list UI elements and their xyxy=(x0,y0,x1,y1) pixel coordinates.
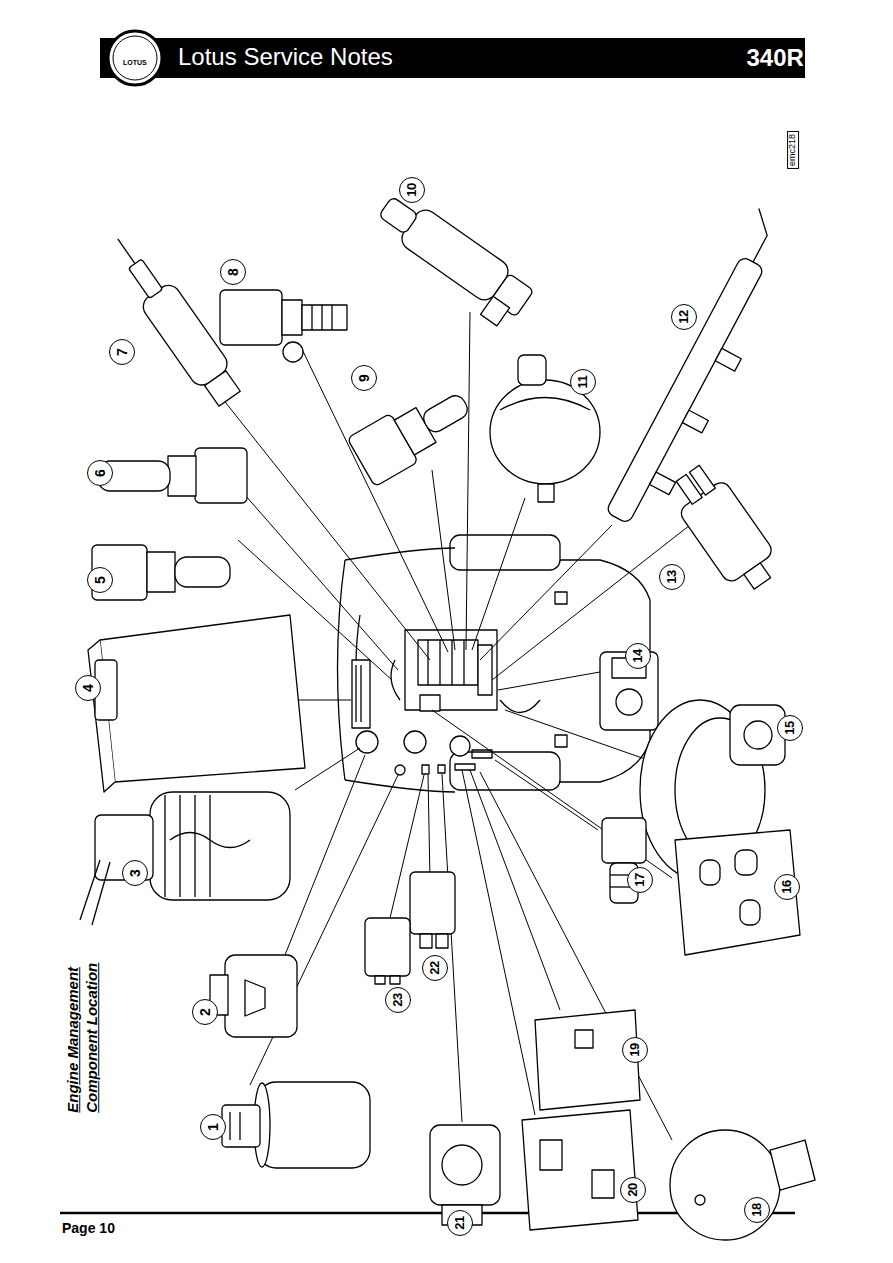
callout-number: 21 xyxy=(447,1210,473,1236)
lotus-logo-ring xyxy=(113,36,157,80)
callout-number: 15 xyxy=(777,715,803,741)
section-title: Engine Management Component Location xyxy=(64,941,102,1113)
callout-number: 11 xyxy=(570,369,596,395)
callout-number: 3 xyxy=(122,860,148,886)
figure-code: emc218 xyxy=(787,131,799,169)
callout-number: 19 xyxy=(622,1037,648,1063)
page-number: Page 10 xyxy=(62,1221,115,1236)
callout-number: 22 xyxy=(422,955,448,981)
header-bar xyxy=(100,38,805,78)
callout-number: 10 xyxy=(399,177,425,203)
callout-number: 6 xyxy=(87,460,113,486)
callout-number: 13 xyxy=(659,564,685,590)
callout-number: 4 xyxy=(75,675,101,701)
callout-number: 14 xyxy=(625,643,651,669)
model-code: 340R xyxy=(747,45,804,71)
callout-number: 1 xyxy=(200,1114,226,1140)
component-drawings xyxy=(80,188,815,1240)
callout-number: 9 xyxy=(351,365,377,391)
logo-text: LOTUS xyxy=(123,59,147,67)
callout-number: 5 xyxy=(87,567,113,593)
callout-number: 23 xyxy=(385,987,411,1013)
callout-number: 17 xyxy=(627,867,653,893)
callout-number: 18 xyxy=(744,1197,770,1223)
callout-number: 16 xyxy=(774,874,800,900)
callout-number: 7 xyxy=(109,339,135,365)
lotus-logo xyxy=(108,31,162,85)
callout-number: 8 xyxy=(220,259,246,285)
callout-number: 12 xyxy=(671,304,697,330)
callout-number: 2 xyxy=(192,999,218,1025)
callout-number: 20 xyxy=(620,1177,646,1203)
header-title: Lotus Service Notes xyxy=(178,44,393,70)
